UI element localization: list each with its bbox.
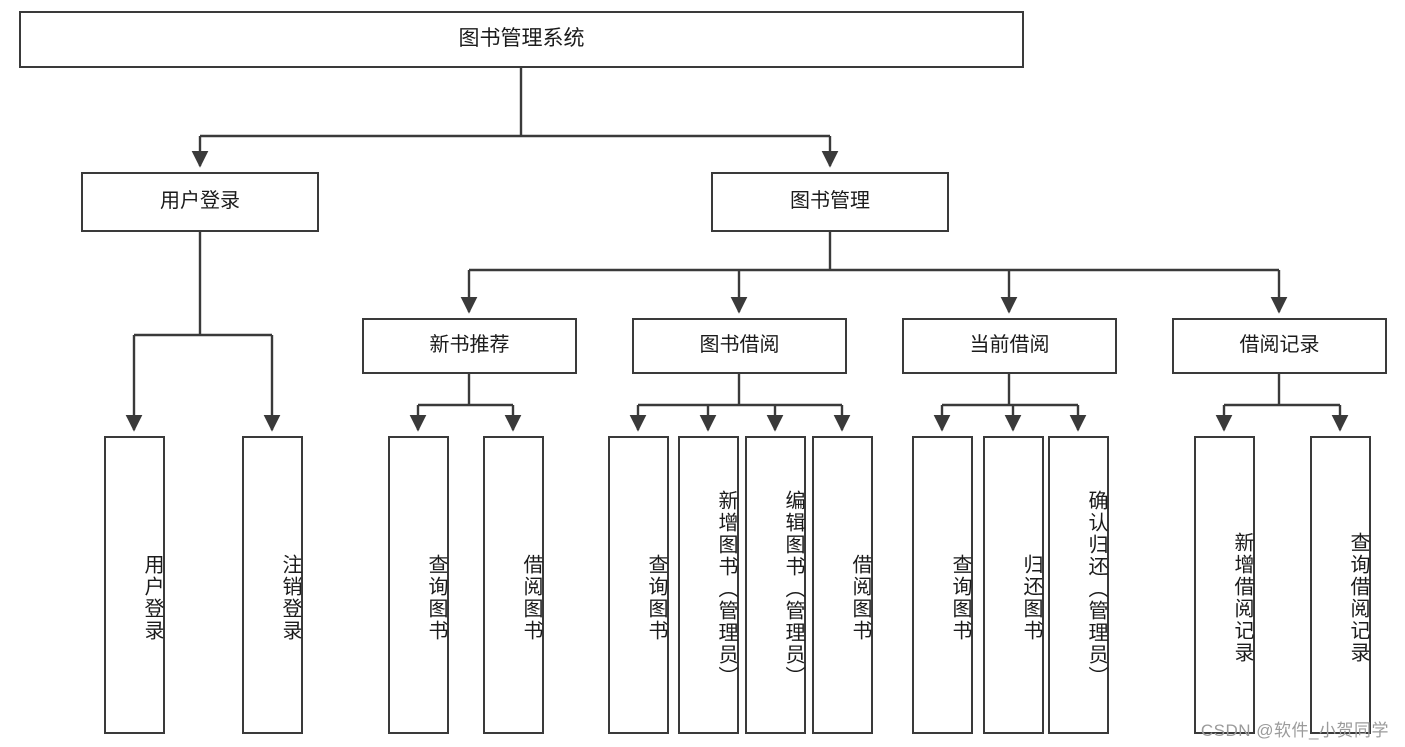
node-book-borrow[interactable]: 图书借阅 xyxy=(632,318,847,374)
node-leaf-confirm-return[interactable]: 确认归还（管理员） xyxy=(1048,436,1109,734)
node-leaf-edit-book[interactable]: 编辑图书（管理员） xyxy=(745,436,806,734)
node-leaf-borrow-book-2-label: 借阅图书 xyxy=(849,554,871,642)
node-leaf-return-book-label: 归还图书 xyxy=(1020,554,1042,642)
node-leaf-add-record[interactable]: 新增借阅记录 xyxy=(1194,436,1255,734)
node-user-login-label: 用户登录 xyxy=(160,190,240,213)
node-current-borrow-label: 当前借阅 xyxy=(969,334,1050,357)
node-leaf-borrow-book-2[interactable]: 借阅图书 xyxy=(812,436,873,734)
node-leaf-query-record-label: 查询借阅记录 xyxy=(1347,532,1369,664)
node-leaf-return-book[interactable]: 归还图书 xyxy=(983,436,1044,734)
node-borrow-record[interactable]: 借阅记录 xyxy=(1172,318,1387,374)
node-leaf-query-book-1-label: 查询图书 xyxy=(425,554,447,642)
node-book-borrow-label: 图书借阅 xyxy=(699,334,780,357)
node-current-borrow[interactable]: 当前借阅 xyxy=(902,318,1117,374)
node-leaf-user-login[interactable]: 用户登录 xyxy=(104,436,165,734)
node-leaf-query-book-1[interactable]: 查询图书 xyxy=(388,436,449,734)
node-leaf-query-record[interactable]: 查询借阅记录 xyxy=(1310,436,1371,734)
node-book-manage-label: 图书管理 xyxy=(790,190,870,213)
node-leaf-query-book-2-label: 查询图书 xyxy=(645,554,667,642)
node-leaf-edit-book-label: 编辑图书（管理员） xyxy=(782,490,804,688)
node-leaf-query-book-3-label: 查询图书 xyxy=(949,554,971,642)
node-root-label: 图书管理系统 xyxy=(458,27,585,51)
node-leaf-add-record-label: 新增借阅记录 xyxy=(1231,532,1253,664)
node-leaf-borrow-book-1-label: 借阅图书 xyxy=(520,554,542,642)
node-leaf-logout[interactable]: 注销登录 xyxy=(242,436,303,734)
node-user-login[interactable]: 用户登录 xyxy=(81,172,319,232)
node-leaf-add-book[interactable]: 新增图书（管理员） xyxy=(678,436,739,734)
node-leaf-confirm-return-label: 确认归还（管理员） xyxy=(1085,490,1107,688)
csdn-watermark: CSDN @软件_小贺同学 xyxy=(1200,721,1389,740)
node-new-book-recommend[interactable]: 新书推荐 xyxy=(362,318,577,374)
node-borrow-record-label: 借阅记录 xyxy=(1239,334,1320,357)
node-leaf-query-book-2[interactable]: 查询图书 xyxy=(608,436,669,734)
node-leaf-query-book-3[interactable]: 查询图书 xyxy=(912,436,973,734)
node-leaf-user-login-label: 用户登录 xyxy=(141,554,163,642)
node-root[interactable]: 图书管理系统 xyxy=(19,11,1024,68)
node-book-manage[interactable]: 图书管理 xyxy=(711,172,949,232)
node-leaf-borrow-book-1[interactable]: 借阅图书 xyxy=(483,436,544,734)
node-leaf-add-book-label: 新增图书（管理员） xyxy=(715,490,737,688)
node-new-book-recommend-label: 新书推荐 xyxy=(429,334,510,357)
node-leaf-logout-label: 注销登录 xyxy=(279,554,301,642)
